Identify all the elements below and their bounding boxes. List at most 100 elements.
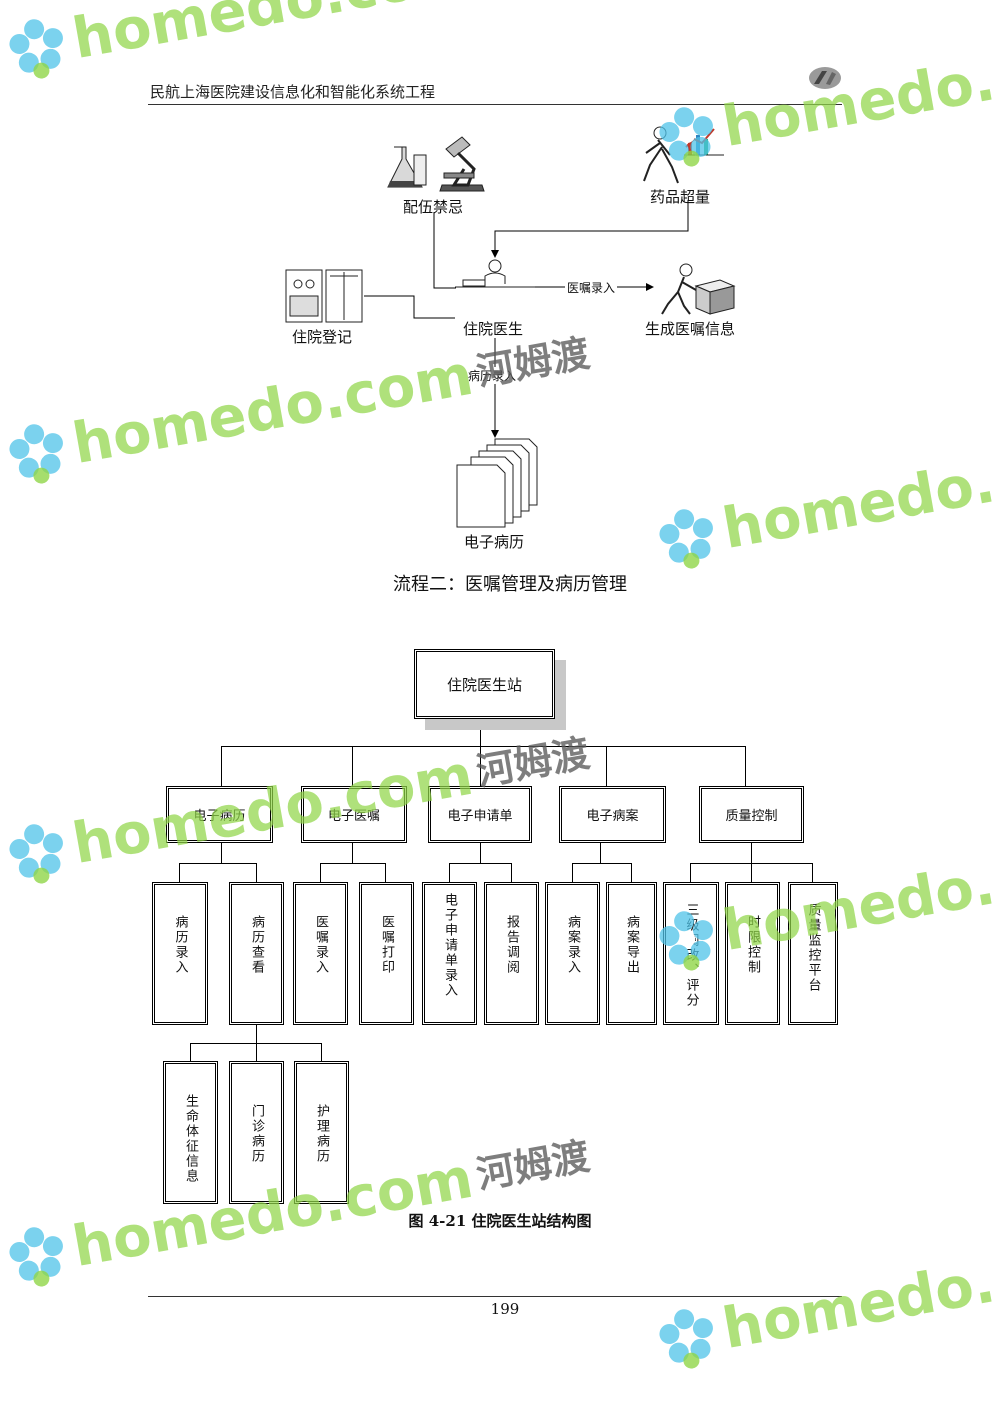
l2-label: 医嘱录入	[313, 915, 328, 975]
flow-caption: 流程二：医嘱管理及病历管理	[393, 574, 627, 595]
footer-rule	[148, 1296, 842, 1297]
watermark: homedo.com	[650, 26, 992, 172]
connector	[221, 746, 746, 747]
connector	[179, 863, 257, 864]
flower-icon	[9, 1226, 63, 1287]
watermark: homedo.com 河姆渡	[0, 1125, 595, 1292]
person-box-icon	[654, 262, 738, 320]
l2-box: 电子申请单录入	[422, 882, 477, 1025]
node-generate-orders-label: 生成医嘱信息	[645, 320, 736, 338]
flower-icon	[659, 910, 713, 971]
node-doctor-label: 住院医生	[463, 320, 524, 338]
l2-box: 病案导出	[606, 882, 657, 1025]
lab-flask-microscope-icon	[384, 135, 490, 199]
l1-box: 电子医嘱	[301, 786, 407, 843]
l2-box: 报告调阅	[484, 882, 539, 1025]
flower-icon	[9, 423, 63, 484]
connector	[480, 843, 481, 863]
watermark: homedo.com 河姆渡	[0, 322, 595, 489]
connector	[179, 863, 180, 883]
l2-label: 病案录入	[565, 915, 580, 975]
admission-cabinet-icon	[284, 268, 366, 328]
l3-label: 门诊病历	[249, 1104, 264, 1164]
connector	[751, 863, 752, 883]
connector	[751, 843, 752, 863]
connector	[572, 863, 632, 864]
watermark-brand: 河姆渡	[473, 730, 593, 795]
connector	[321, 1043, 322, 1061]
l2-label: 病历录入	[172, 915, 188, 975]
connector	[600, 843, 601, 863]
header-logo	[808, 66, 842, 90]
connector	[511, 863, 512, 883]
l3-label: 护理病历	[314, 1104, 329, 1164]
connector	[480, 719, 481, 746]
connector	[320, 863, 386, 864]
l2-label: 报告调阅	[504, 915, 519, 975]
header-rule	[148, 104, 842, 105]
l2-box: 病历查看	[229, 882, 284, 1025]
l1-box: 电子病历	[166, 786, 273, 843]
l2-label: 时限控制	[745, 915, 760, 975]
connector	[221, 746, 222, 786]
flower-icon	[9, 823, 63, 884]
flower-icon	[659, 508, 713, 569]
l3-label: 生命体征信息	[183, 1094, 198, 1184]
l2-label: 病历查看	[249, 915, 264, 975]
flower-icon	[9, 18, 63, 79]
watermark-site: homedo.com	[718, 829, 992, 965]
logo-icon	[809, 67, 841, 89]
l3-box: 生命体征信息	[163, 1061, 218, 1204]
connector	[449, 863, 512, 864]
l2-label: 电子申请单录入	[442, 893, 457, 998]
connector	[385, 863, 386, 883]
watermark: homedo.com	[650, 1228, 992, 1374]
watermark-site: homedo.com	[718, 1227, 992, 1363]
page-header-title: 民航上海医院建设信息化和智能化系统工程	[150, 83, 436, 101]
connector	[256, 1025, 257, 1043]
org-root-box: 住院医生站	[414, 649, 555, 719]
l2-label: 质量监控平台	[805, 903, 821, 993]
figure-caption: 图 4-21 住院医生站结构图	[408, 1212, 592, 1230]
node-incompatibility-label: 配伍禁忌	[403, 198, 464, 216]
watermark: homedo.com	[650, 830, 992, 976]
l2-label: 医嘱打印	[379, 915, 394, 975]
connector	[352, 746, 353, 786]
document-stack-icon	[455, 437, 539, 533]
edge-record-entry-label: 病历录入	[466, 367, 519, 384]
connector	[256, 1043, 257, 1061]
l2-box: 病历录入	[152, 882, 208, 1025]
l2-label: 病案导出	[624, 915, 639, 975]
l2-box: 质量监控平台	[788, 882, 838, 1025]
watermark: homedo.com 河姆渡	[0, 722, 595, 889]
connector	[190, 1043, 191, 1061]
watermark-site: homedo.com	[68, 742, 478, 878]
connector	[631, 863, 632, 883]
connector	[221, 843, 222, 863]
watermark-brand: 河姆渡	[473, 1133, 593, 1198]
l2-box: 时限控制	[725, 882, 780, 1025]
connector	[320, 863, 321, 883]
l2-box: 病案录入	[545, 882, 600, 1025]
connector	[352, 843, 353, 863]
l2-box: 医嘱打印	[359, 882, 414, 1025]
connector	[690, 863, 691, 883]
connector	[745, 746, 746, 786]
l1-box: 质量控制	[699, 786, 804, 843]
connector	[606, 746, 607, 786]
connector	[480, 746, 481, 786]
page-number: 199	[490, 1300, 520, 1318]
flower-icon	[659, 1308, 713, 1369]
l2-box: 医嘱录入	[293, 882, 348, 1025]
watermark: homedo.com 河姆渡	[0, 0, 595, 84]
l1-box: 电子申请单	[428, 786, 532, 843]
l3-box: 门诊病历	[229, 1061, 284, 1204]
watermark: homedo.com	[650, 428, 992, 574]
l1-box: 电子病案	[559, 786, 666, 843]
connector	[812, 863, 813, 883]
doctor-desk-icon	[455, 258, 537, 294]
node-admission-label: 住院登记	[292, 328, 353, 346]
connector	[449, 863, 450, 883]
node-overdose-label: 药品超量	[650, 188, 711, 206]
watermark-brand: 河姆渡	[473, 330, 593, 395]
